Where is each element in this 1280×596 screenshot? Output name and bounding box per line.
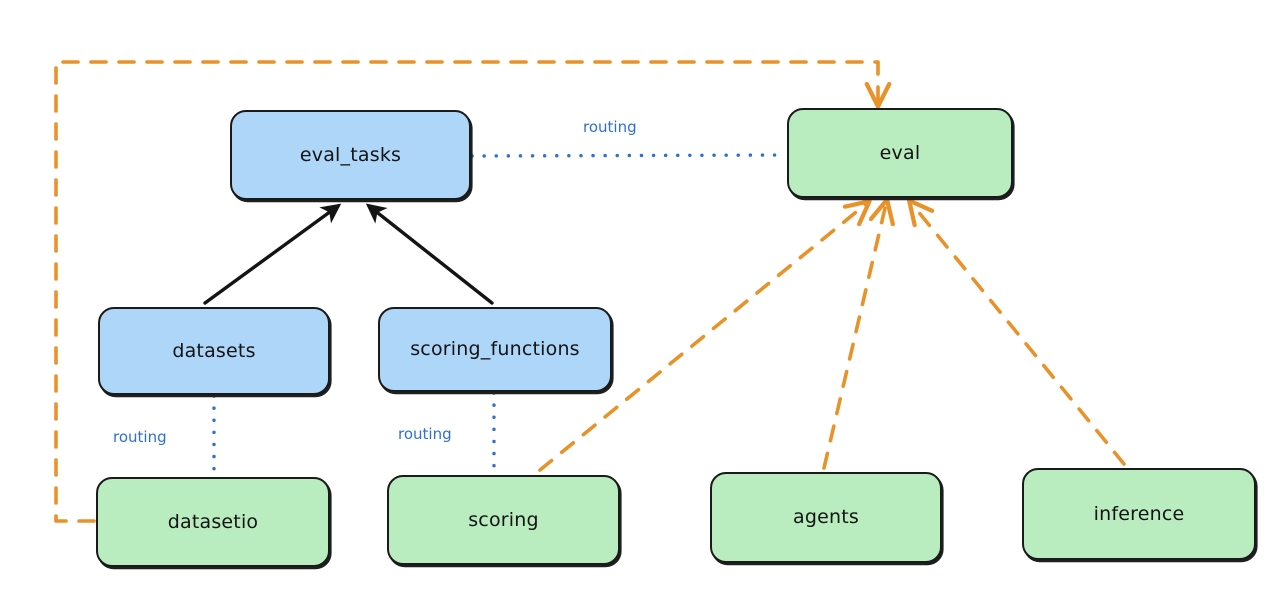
node-label-datasets: datasets: [172, 339, 256, 362]
node-datasetio[interactable]: datasetio: [96, 477, 330, 567]
edge-eval_tasks-eval: [470, 153, 788, 158]
node-label-eval: eval: [879, 141, 921, 164]
edge-datasets-eval_tasks: [203, 203, 342, 305]
node-datasets[interactable]: datasets: [98, 307, 330, 395]
node-label-scoring-functions: scoring_functions: [410, 338, 580, 360]
node-label-scoring: scoring: [468, 508, 539, 531]
edge-agents-eval: [822, 197, 895, 470]
node-inference[interactable]: inference: [1022, 468, 1256, 560]
edge-inference-eval: [907, 198, 1126, 466]
node-eval-tasks[interactable]: eval_tasks: [230, 110, 471, 200]
edge-label-eval-tasks-eval: routing: [580, 118, 640, 136]
node-scoring-functions[interactable]: scoring_functions: [378, 307, 612, 392]
edge-scoring-eval: [538, 199, 872, 472]
node-eval[interactable]: eval: [787, 108, 1013, 198]
node-label-inference: inference: [1093, 502, 1185, 525]
node-agents[interactable]: agents: [710, 472, 942, 563]
node-scoring[interactable]: scoring: [387, 475, 620, 565]
edge-datasetio-eval: [54, 60, 892, 523]
edge-label-scoring-functions-scoring: routing: [395, 425, 455, 443]
node-label-agents: agents: [793, 506, 859, 528]
node-label-datasetio: datasetio: [167, 510, 259, 533]
node-label-eval-tasks: eval_tasks: [299, 143, 402, 166]
edge-scoring_functions-eval_tasks: [365, 203, 494, 305]
edge-label-datasets-datasetio: routing: [110, 428, 170, 446]
